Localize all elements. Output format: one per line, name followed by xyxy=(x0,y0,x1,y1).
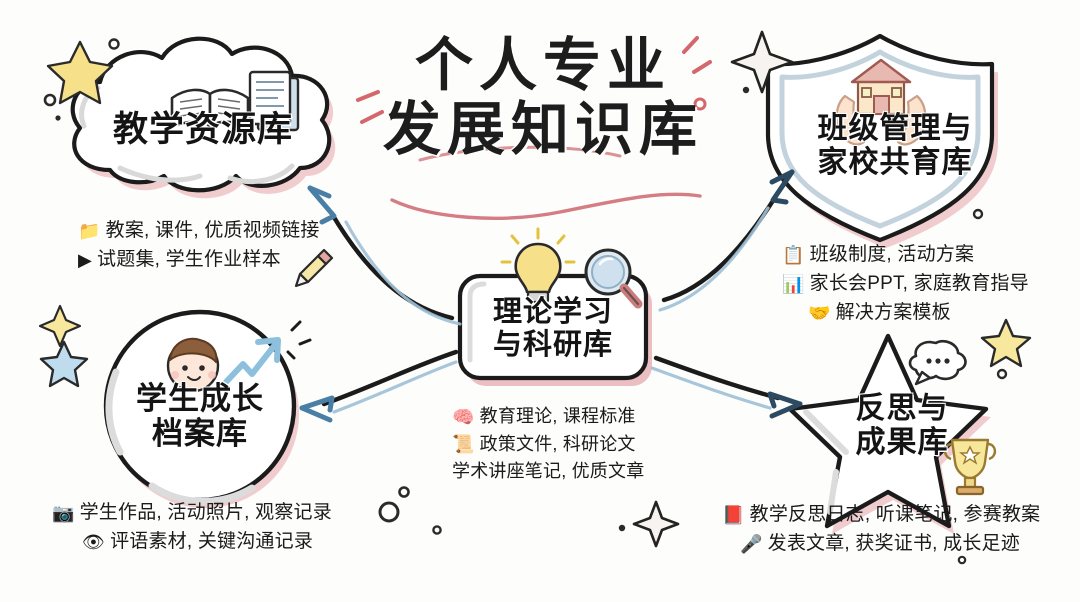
decoration-star-yellow-top-left xyxy=(46,40,114,105)
brain-icon: 🧠 xyxy=(452,406,475,427)
connector-center-to-circle xyxy=(299,349,459,423)
bullet-item: 🎤 发表文章, 获奖证书, 成长足迹 xyxy=(722,531,1040,558)
branch-title-line2: 家校共育库 xyxy=(817,146,973,180)
bullet-text: 政策文件, 科研论文 xyxy=(479,433,636,454)
house-in-hands-icon xyxy=(835,58,927,146)
page-title: 个人专业 发展知识库 xyxy=(378,33,708,163)
branch-title-line2: 成果库 xyxy=(855,426,949,460)
notebook-icon: 📕 xyxy=(722,505,745,526)
bullet-text: 家长会PPT, 家庭教育指导 xyxy=(809,272,1029,294)
bullet-list-student-growth: 📷 学生作品, 活动照片, 观察记录 👁 评语素材, 关键沟通记录 xyxy=(52,500,332,558)
pencil-icon xyxy=(294,248,334,288)
handshake-icon: 🤝 xyxy=(808,303,831,324)
bullet-item: 学术讲座笔记, 优质文章 xyxy=(452,459,644,485)
bullet-item: ▶ 试题集, 学生作业样本 xyxy=(78,247,320,274)
center-node-title-line1: 理论学习 xyxy=(492,296,613,328)
page-title-line1: 个人专业 xyxy=(414,33,671,98)
bullet-item: 📜 政策文件, 科研论文 xyxy=(452,432,644,458)
branch-title-line2: 档案库 xyxy=(152,416,248,452)
center-node-title-line2: 与科研库 xyxy=(492,329,613,362)
bullet-list-reflection-results: 📕 教学反思日志, 听课笔记, 参赛教案 🎤 发表文章, 获奖证书, 成长足迹 xyxy=(722,502,1040,560)
branch-title-teaching-resources[interactable]: 教学资源库 xyxy=(78,110,328,150)
circle-shape-student-growth[interactable] xyxy=(103,309,299,508)
bullet-list-theory-research: 🧠 教育理论, 课程标准 📜 政策文件, 科研论文 学术讲座笔记, 优质文章 xyxy=(452,404,644,487)
star-shape-reflection-results[interactable] xyxy=(787,333,991,534)
growth-arrow-icon xyxy=(223,320,312,385)
bullet-list-teaching-resources: 📁 教案, 课件, 优质视频链接 ▶ 试题集, 学生作业样本 xyxy=(78,218,320,276)
speech-bubble-icon xyxy=(908,339,967,386)
clipboard-icon: 📋 xyxy=(782,245,805,266)
shield-shape-class-management[interactable] xyxy=(765,33,998,248)
bullet-text: 教育理论, 课程标准 xyxy=(479,406,636,426)
decoration-star-yellow-right xyxy=(980,318,1032,368)
bullet-text: 班级制度, 活动方案 xyxy=(809,244,975,265)
trophy-icon xyxy=(943,438,997,496)
page-title-line2: 发展知识库 xyxy=(382,97,703,163)
branch-title-reflection-results[interactable]: 反思与 成果库 xyxy=(812,392,992,460)
connector-center-to-shield xyxy=(658,169,795,312)
decoration-dots xyxy=(43,38,1008,565)
documents-icon xyxy=(248,70,300,132)
bullet-item: 📋 班级制度, 活动方案 xyxy=(782,242,1029,269)
certificate-icon: 📜 xyxy=(452,434,475,455)
bullet-text: 教案, 课件, 优质视频链接 xyxy=(105,220,320,241)
bullet-item: 📊 家长会PPT, 家庭教育指导 xyxy=(782,271,1029,298)
bullet-list-class-management: 📋 班级制度, 活动方案 📊 家长会PPT, 家庭教育指导 🤝 解决方案模板 xyxy=(782,242,1029,329)
title-decoration xyxy=(356,36,712,220)
bullet-text: 学术讲座笔记, 优质文章 xyxy=(452,461,645,482)
bullet-item: 🤝 解决方案模板 xyxy=(782,300,1029,327)
eye-icon: 👁 xyxy=(82,532,106,553)
bullet-text: 学生作品, 活动照片, 观察记录 xyxy=(79,502,332,523)
connector-center-to-star xyxy=(650,355,803,419)
folder-icon: 📁 xyxy=(78,221,101,242)
decoration-sparkle-dark-top-right xyxy=(730,30,794,94)
bullet-item: 📷 学生作品, 活动照片, 观察记录 xyxy=(52,500,332,527)
decoration-sparkle-dark-bottom xyxy=(632,500,680,548)
child-face-icon xyxy=(166,337,220,393)
center-node-shape[interactable] xyxy=(457,273,652,386)
branch-title-line1: 教学资源库 xyxy=(112,110,293,149)
bullet-text: 解决方案模板 xyxy=(835,301,951,323)
bullet-item: 👁 评语素材, 关键沟通记录 xyxy=(52,529,332,556)
connector-center-to-cloud xyxy=(307,185,462,326)
center-node-title[interactable]: 理论学习 与科研库 xyxy=(468,296,638,362)
bullet-text: 评语素材, 关键沟通记录 xyxy=(110,530,314,552)
branch-title-line1: 班级管理与 xyxy=(817,112,973,145)
branch-title-class-management[interactable]: 班级管理与 家校共育库 xyxy=(790,112,1000,180)
branch-title-line1: 反思与 xyxy=(855,392,949,425)
bullet-item: 📁 教案, 课件, 优质视频链接 xyxy=(78,218,320,245)
bullet-text: 试题集, 学生作业样本 xyxy=(97,248,281,270)
bullet-item: 🧠 教育理论, 课程标准 xyxy=(452,404,644,430)
microphone-icon: 🎤 xyxy=(740,534,763,555)
video-play-icon: ▶ xyxy=(78,250,93,271)
bullet-text: 教学反思日志, 听课笔记, 参赛教案 xyxy=(749,504,1041,525)
branch-title-line1: 学生成长 xyxy=(136,381,264,416)
camera-icon: 📷 xyxy=(52,503,75,524)
decoration-star-blue-left xyxy=(39,340,89,388)
lightbulb-icon xyxy=(500,227,576,304)
magnifier-icon xyxy=(584,248,643,309)
bullet-item: 📕 教学反思日志, 听课笔记, 参赛教案 xyxy=(722,502,1040,529)
presentation-board-icon: 📊 xyxy=(782,274,805,295)
decoration-sparkle-yellow-left xyxy=(38,304,82,348)
bullet-text: 发表文章, 获奖证书, 成长足迹 xyxy=(767,532,1020,554)
branch-title-student-growth[interactable]: 学生成长 档案库 xyxy=(105,381,295,452)
open-book-icon xyxy=(170,88,250,130)
